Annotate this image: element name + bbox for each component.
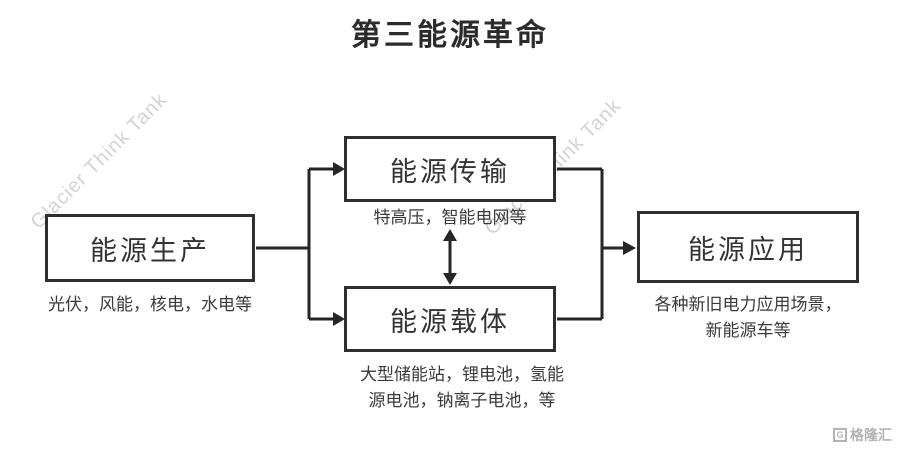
node-label: 能源载体 [390,306,510,337]
watermark-text: Glacier Think Tank [26,88,172,234]
caption-line: 新能源车等 [705,321,791,340]
node-label: 能源应用 [688,234,808,265]
node-energy-production: 能源生产 [45,214,255,282]
caption-line: 大型储能站，锂电池，氢能 [360,365,564,384]
node-energy-transmission: 能源传输 [344,136,556,202]
caption-energy-production: 光伏，风能，核电，水电等 [48,295,252,314]
caption-energy-carrier: 大型储能站，锂电池，氢能 源电池，钠离子电池，等 [328,362,596,414]
node-label: 能源传输 [390,156,510,187]
caption-line: 各种新旧电力应用场景， [654,295,842,314]
arrow-transmission-carrier-bidirectional [443,229,457,285]
node-energy-application: 能源应用 [637,211,859,283]
diagram-title: 第三能源革命 [351,19,549,52]
caption-energy-transmission: 特高压，智能电网等 [373,208,527,227]
gelonghui-logo-text: 格隆汇 [850,427,892,443]
node-label: 能源生产 [90,235,210,266]
gelonghui-logo: G 格隆汇 [833,425,892,445]
node-energy-carrier: 能源载体 [344,286,556,352]
caption-line: 源电池，钠离子电池，等 [368,391,556,410]
caption-energy-application: 各种新旧电力应用场景， 新能源车等 [620,292,876,344]
gelonghui-logo-icon: G [833,428,847,442]
